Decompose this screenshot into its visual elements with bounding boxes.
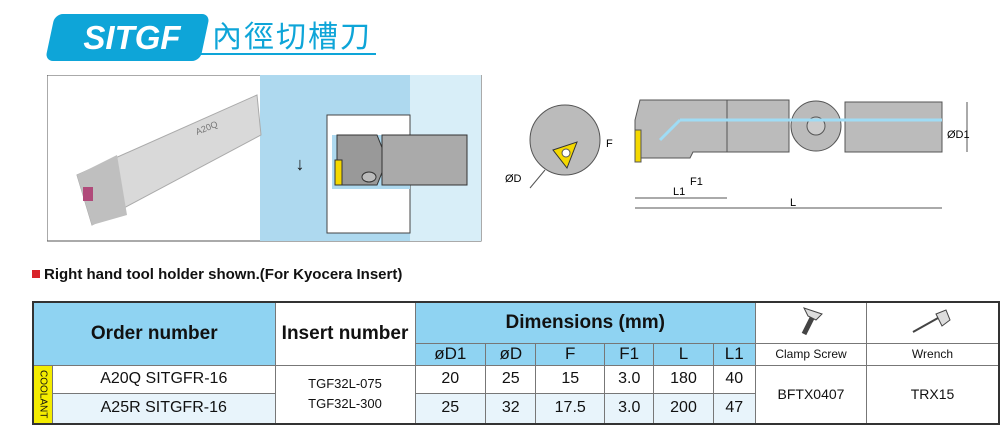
title-underline (200, 53, 376, 55)
dim-cell: 200 (653, 392, 714, 425)
col-F: F (535, 342, 605, 366)
header-insert: Insert number (274, 301, 416, 366)
dim-cell: 17.5 (535, 392, 605, 425)
series-code: SITGF (83, 19, 181, 56)
clamp-screw-icon (755, 301, 867, 344)
wrench-value: TRX15 (866, 364, 1000, 425)
dim-cell: 32 (485, 392, 537, 425)
col-F1: F1 (603, 342, 655, 366)
header-wrench: Wrench (866, 342, 1000, 366)
coolant-label: COOLANT (32, 364, 53, 425)
dim-cell: 40 (712, 364, 756, 394)
dim-cell: 180 (653, 364, 714, 394)
table-row: A25R SITGFR-16 25 32 17.5 3.0 200 47 (33, 392, 999, 425)
dim-cell: 20 (414, 364, 487, 394)
technical-drawing: ØD F F1 L1 L ØD1 (505, 99, 970, 209)
col-L: L (653, 342, 714, 366)
clamp-screw-value: BFTX0407 (755, 364, 867, 425)
tool-photo: A20Q ↓ (47, 75, 482, 242)
series-title: 內徑切槽刀 (212, 21, 372, 54)
bullet-icon (32, 270, 40, 278)
dim-cell: 15 (535, 364, 605, 394)
order-number: A25R SITGFR-16 (52, 392, 276, 425)
label-F: F (606, 138, 613, 150)
dim-cell: 3.0 (603, 364, 655, 394)
col-D: øD (485, 342, 537, 366)
order-number: A20Q SITGFR-16 (52, 364, 276, 394)
label-D1: ØD1 (947, 129, 970, 141)
col-D1: øD1 (414, 342, 487, 366)
label-F1: F1 (690, 176, 703, 188)
dim-cell: 25 (414, 392, 487, 425)
dim-cell: 47 (712, 392, 756, 425)
header-order: Order number (32, 301, 276, 366)
label-L1: L1 (673, 186, 685, 198)
header-dimensions: Dimensions (mm) (414, 301, 757, 344)
col-L1: L1 (712, 342, 756, 366)
header-clamp-screw: Clamp Screw (755, 342, 867, 366)
dim-cell: 3.0 (603, 392, 655, 425)
label-D: ØD (505, 173, 522, 185)
down-arrow-icon: ↓ (296, 154, 305, 174)
wrench-icon (866, 301, 1000, 344)
spec-table: Order number Insert number Dimensions (m… (32, 301, 1000, 425)
note: Right hand tool holder shown.(For Kyocer… (32, 266, 402, 283)
label-L: L (790, 197, 796, 209)
dim-cell: 25 (485, 364, 537, 394)
